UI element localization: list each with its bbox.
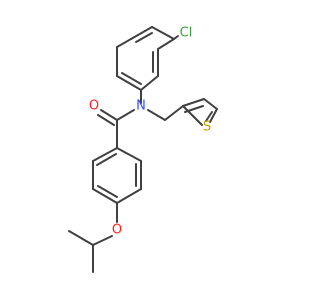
bond [97, 114, 115, 126]
bond [147, 109, 166, 121]
atom-labels: Cl N O O S [89, 26, 211, 238]
bond [97, 185, 118, 198]
bond [135, 32, 153, 43]
carbonyl-oxygen-label: O [89, 99, 99, 114]
chlorine-label: Cl [180, 26, 193, 41]
bond [68, 230, 94, 246]
bond [116, 147, 142, 162]
bond [182, 98, 205, 107]
bond [173, 35, 179, 40]
bond [116, 75, 142, 91]
bond [203, 98, 218, 110]
bond [116, 109, 135, 121]
bond [100, 109, 118, 121]
bond [209, 108, 218, 123]
bond [116, 38, 132, 48]
nitrogen-label: N [136, 99, 146, 114]
bonds [68, 26, 218, 273]
bond [92, 147, 118, 162]
bond [121, 72, 142, 85]
ether-oxygen-label: O [112, 223, 122, 238]
bond [96, 153, 117, 166]
bond [92, 188, 118, 204]
bond [92, 235, 113, 246]
bond [182, 105, 203, 126]
structure-diagram: Cl N O O S [68, 26, 218, 273]
bond [130, 26, 153, 40]
bond [140, 75, 159, 91]
bond [205, 111, 213, 122]
bond [164, 105, 184, 121]
bond [157, 38, 175, 50]
bond [116, 188, 142, 204]
bond [151, 26, 175, 40]
sulfur-label: S [203, 120, 211, 135]
